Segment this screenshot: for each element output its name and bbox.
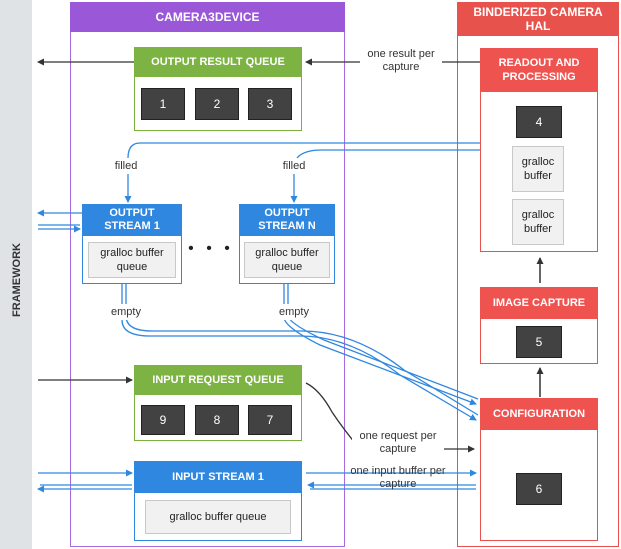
empty-label-streamn: empty [272, 304, 316, 320]
input-stream-1-buffer: gralloc buffer queue [145, 500, 291, 534]
result-item-2: 2 [195, 88, 239, 120]
request-item-8: 8 [195, 405, 239, 435]
configuration-header: CONFIGURATION [480, 398, 598, 430]
readout-gralloc-buffer-2: gralloc buffer [512, 199, 564, 245]
image-capture-header: IMAGE CAPTURE [480, 287, 598, 319]
capture-item-5: 5 [516, 326, 562, 358]
framework-bar [0, 0, 32, 549]
output-result-queue-header: OUTPUT RESULT QUEUE [134, 47, 302, 77]
filled-line-stream1 [124, 142, 500, 203]
one-request-label: one request per capture [352, 428, 444, 458]
filled-label-stream1: filled [104, 158, 148, 174]
config-item-6: 6 [516, 473, 562, 505]
output-stream-1-header: OUTPUT STREAM 1 [82, 204, 182, 236]
request-item-9: 9 [141, 405, 185, 435]
one-result-label: one result per capture [360, 46, 442, 76]
hal-title: BINDERIZED CAMERA HAL [457, 2, 619, 36]
output-stream-n-header: OUTPUT STREAM N [239, 204, 335, 236]
readout-processing-header: READOUT AND PROCESSING [480, 48, 598, 92]
more-streams-ellipsis: • • • [188, 240, 234, 257]
readout-item-4: 4 [516, 106, 562, 138]
filled-label-streamn: filled [272, 158, 316, 174]
readout-gralloc-buffer-1: gralloc buffer [512, 146, 564, 192]
result-item-3: 3 [248, 88, 292, 120]
empty-line-stream1 [121, 284, 477, 421]
output-stream-n-buffer: gralloc buffer queue [244, 242, 330, 278]
result-item-1: 1 [141, 88, 185, 120]
filled-line-streamn [290, 149, 500, 203]
one-input-buffer-label: one input buffer per capture [350, 465, 446, 490]
input-stream-1-header: INPUT STREAM 1 [134, 461, 302, 493]
request-item-7: 7 [248, 405, 292, 435]
output-stream-1-buffer: gralloc buffer queue [88, 242, 176, 278]
input-request-queue-header: INPUT REQUEST QUEUE [134, 365, 302, 395]
camera3device-title: CAMERA3DEVICE [70, 2, 345, 32]
empty-label-stream1: empty [104, 304, 148, 320]
empty-line-streamn [283, 284, 477, 406]
